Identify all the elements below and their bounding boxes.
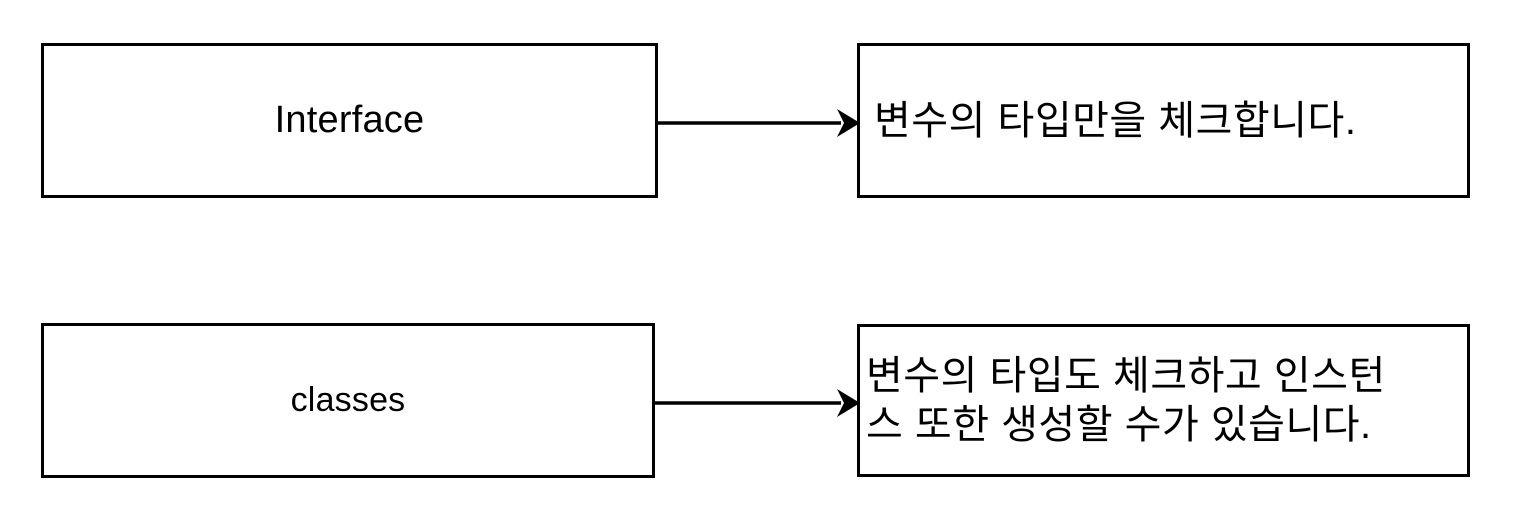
arrow-right-icon	[657, 109, 860, 137]
node-interface-description-label: 변수의 타입만을 체크합니다.	[874, 98, 1357, 143]
node-classes-description[interactable]: 변수의 타입도 체크하고 인스턴 스 또한 생성할 수가 있습니다.	[857, 324, 1470, 477]
node-interface-description[interactable]: 변수의 타입만을 체크합니다.	[857, 43, 1470, 198]
arrow-classes-to-description	[653, 380, 860, 426]
node-interface-label: Interface	[274, 98, 425, 141]
node-classes-description-label: 변수의 타입도 체크하고 인스턴 스 또한 생성할 수가 있습니다.	[866, 353, 1386, 447]
node-classes[interactable]: classes	[41, 323, 655, 478]
arrow-right-icon	[655, 389, 860, 417]
node-interface[interactable]: Interface	[41, 43, 658, 198]
arrow-interface-to-description	[655, 100, 860, 146]
node-classes-label: classes	[290, 380, 406, 419]
